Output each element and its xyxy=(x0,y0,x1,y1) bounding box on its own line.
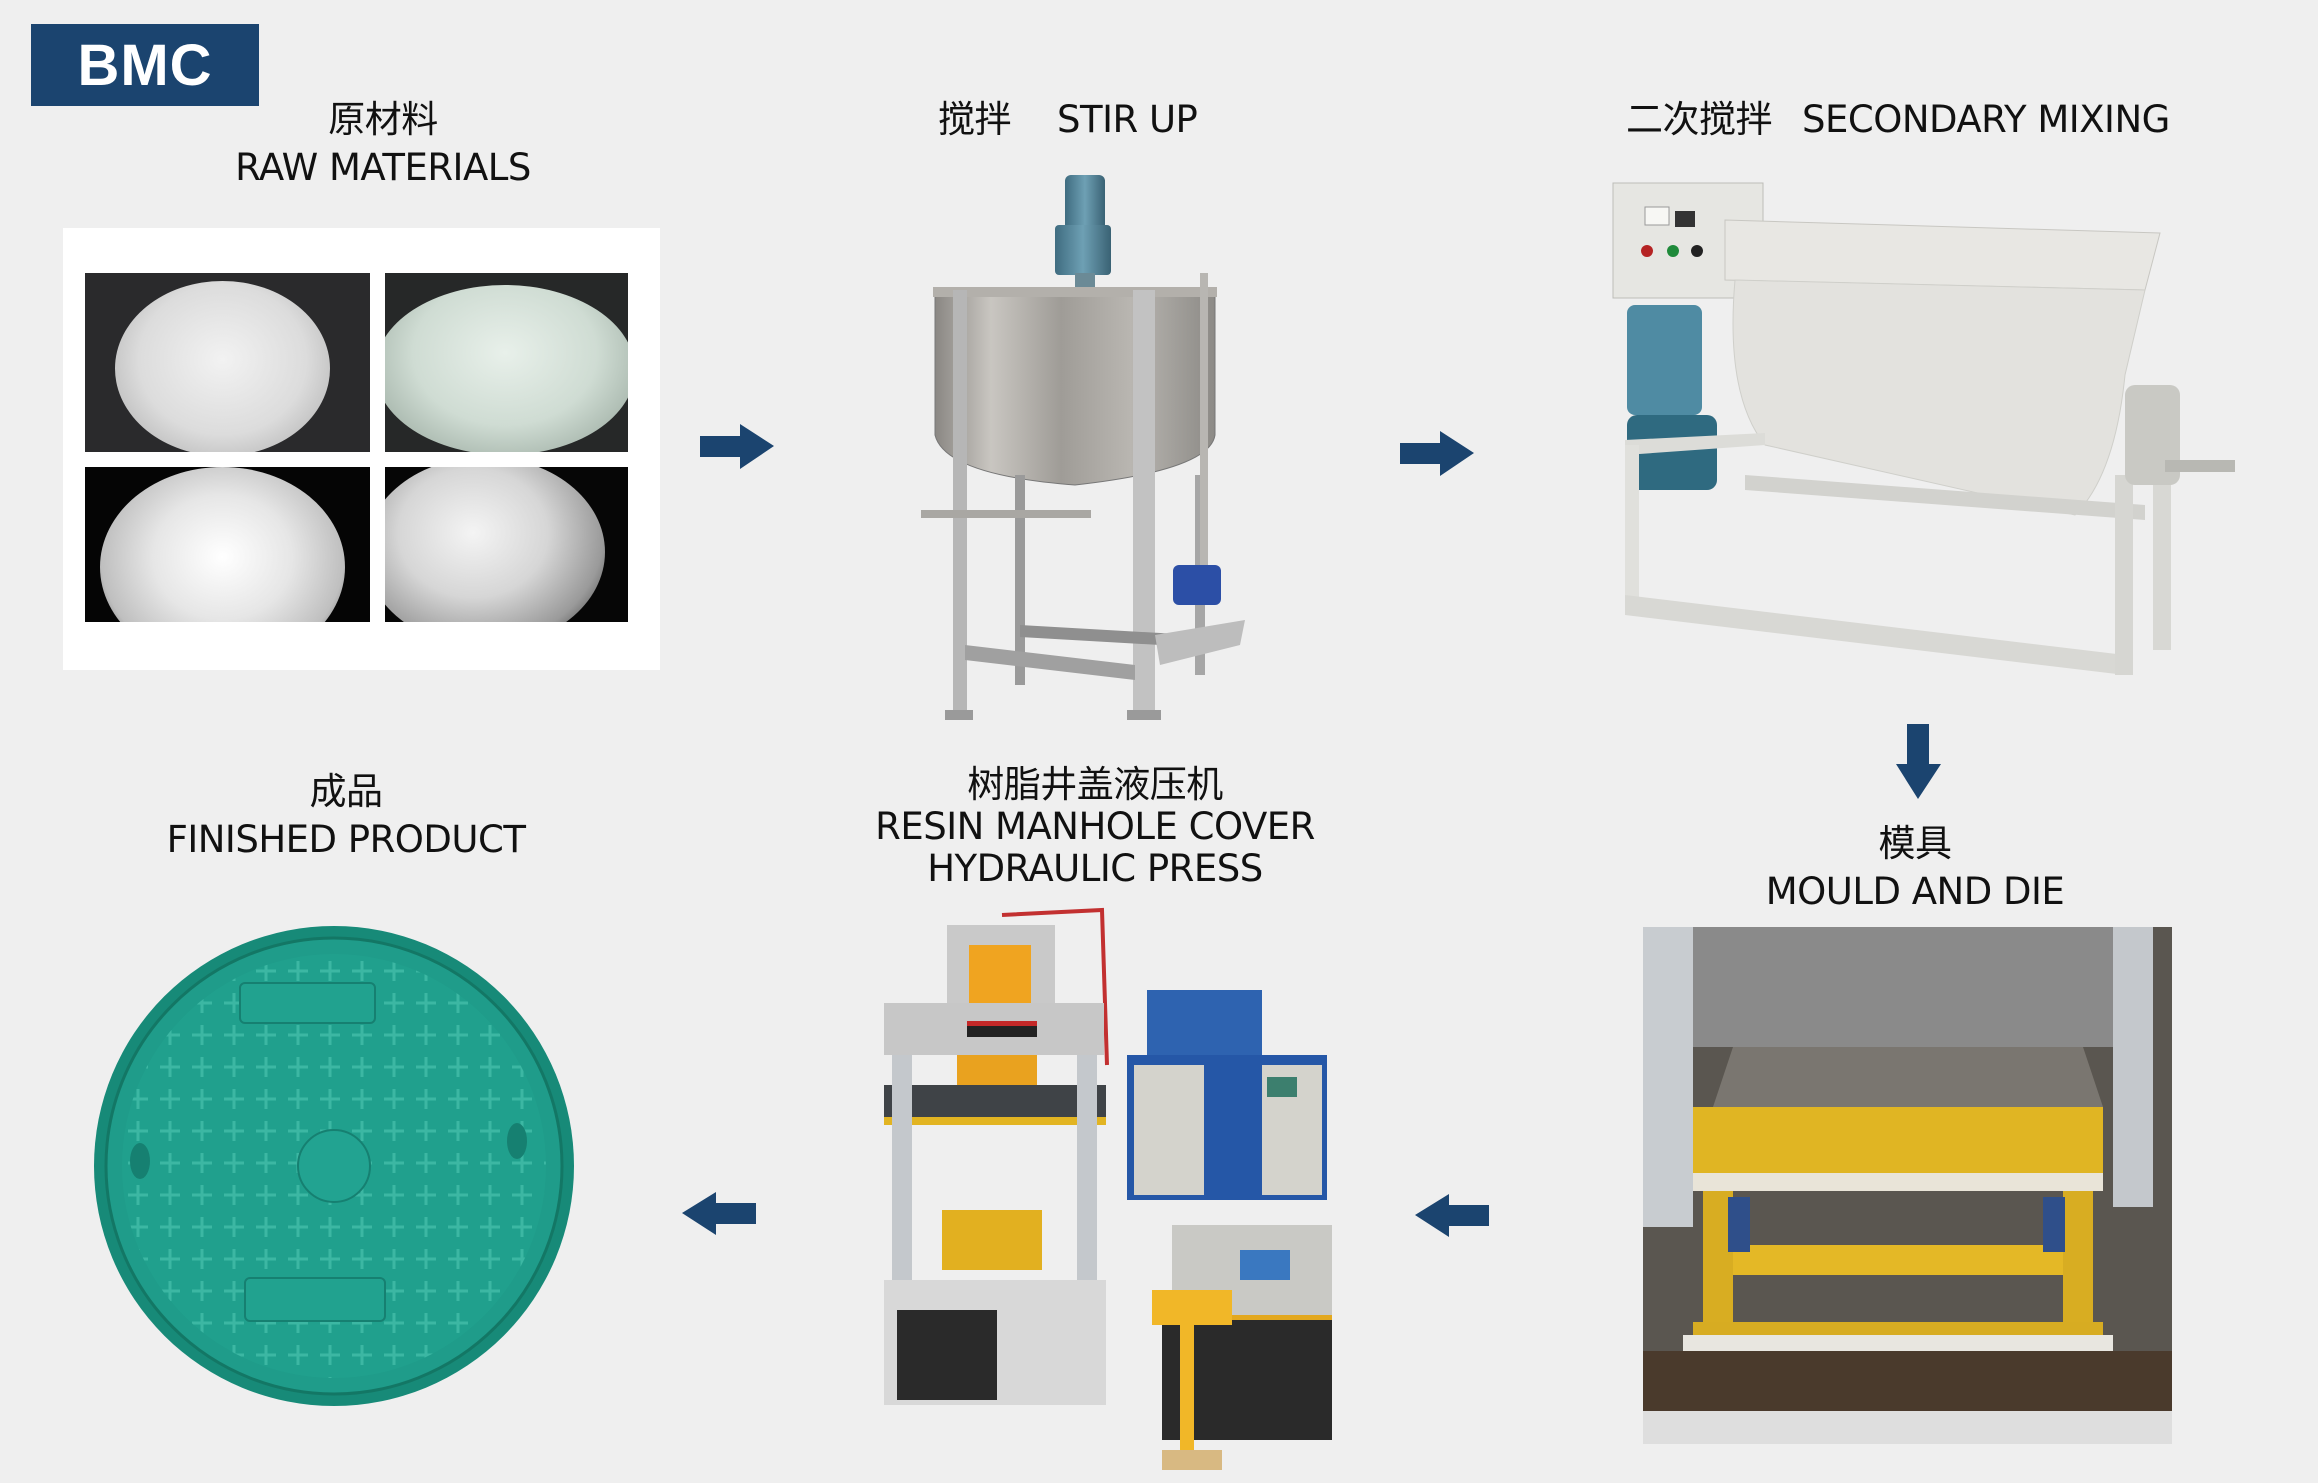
hydraulic-press-title: 树脂井盖液压机 RESIN MANHOLE COVER HYDRAULIC PR… xyxy=(845,764,1345,890)
stir-up-title-en: STIR UP xyxy=(1057,98,1198,141)
secondary-mixing-title-zh: 二次搅拌 xyxy=(1626,98,1773,141)
raw-materials-photo-grid xyxy=(63,228,660,670)
stainless-mixing-tank-photo xyxy=(905,165,1245,740)
arrow-left-icon xyxy=(682,1192,756,1235)
raw-material-tile-glass-fiber xyxy=(385,273,628,452)
raw-material-tile-chopped-strands xyxy=(85,467,370,622)
raw-material-tile-resin-pellets xyxy=(385,467,628,622)
stir-up-title-zh: 搅拌 xyxy=(938,98,1012,141)
horizontal-mixer-photo xyxy=(1605,175,2240,735)
mould-and-die-title: 模具 MOULD AND DIE xyxy=(1715,820,2115,916)
mould-and-die-title-zh: 模具 xyxy=(1878,822,1953,865)
hydraulic-press-title-zh: 树脂井盖液压机 xyxy=(967,763,1223,806)
arrow-down-icon xyxy=(1896,724,1941,799)
raw-materials-title-zh: 原材料 xyxy=(328,98,438,141)
secondary-mixing-title-en: SECONDARY MIXING xyxy=(1802,98,2170,141)
raw-material-tile-granules xyxy=(85,273,370,452)
finished-product-title: 成品 FINISHED PRODUCT xyxy=(146,768,546,864)
hydraulic-press-title-en-line1: RESIN MANHOLE COVER xyxy=(875,805,1315,848)
stir-up-title: 搅拌 STIR UP xyxy=(938,96,1198,144)
hydraulic-press-photo xyxy=(862,905,1342,1479)
bmc-badge-label: BMC xyxy=(77,32,213,98)
raw-materials-title: 原材料 RAW MATERIALS xyxy=(183,96,583,192)
secondary-mixing-title: 二次搅拌 SECONDARY MIXING xyxy=(1626,96,2170,144)
green-manhole-cover-photo xyxy=(90,923,578,1409)
arrow-right-icon xyxy=(1400,431,1474,476)
finished-product-title-zh: 成品 xyxy=(309,770,384,813)
mould-photo xyxy=(1643,927,2172,1444)
mould-and-die-title-en: MOULD AND DIE xyxy=(1765,870,2065,913)
finished-product-title-en: FINISHED PRODUCT xyxy=(166,818,526,861)
arrow-left-icon xyxy=(1415,1194,1489,1237)
bmc-badge: BMC xyxy=(31,24,259,106)
raw-materials-title-en: RAW MATERIALS xyxy=(235,146,531,189)
hydraulic-press-title-en-line2: HYDRAULIC PRESS xyxy=(927,847,1263,890)
arrow-right-icon xyxy=(700,424,774,469)
